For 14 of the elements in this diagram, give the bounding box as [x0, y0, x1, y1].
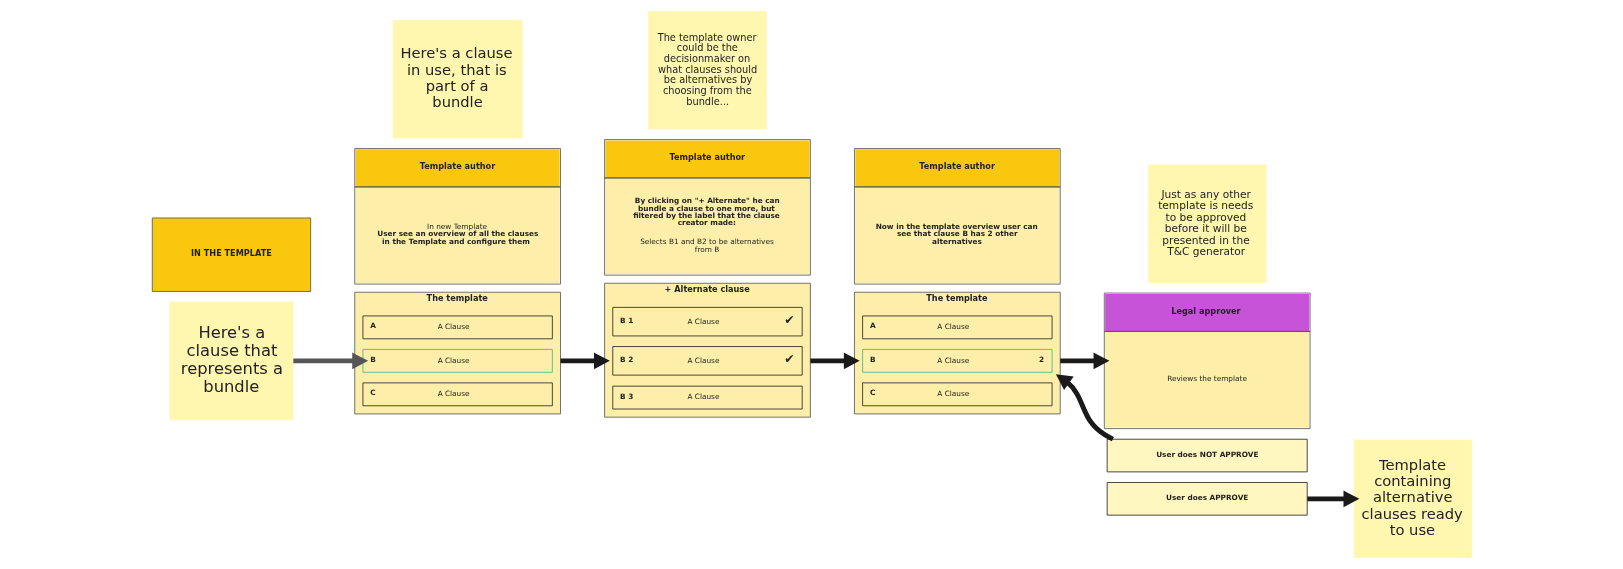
- node-box: Just as any other template is needs to be approved before it will be presented in the T&C generator: [1147, 164, 1266, 283]
- node-box: User does APPROVE: [1106, 482, 1308, 516]
- node-box: Here's a clause that represents a bundle: [168, 301, 294, 421]
- arrow: [1059, 352, 1109, 370]
- arrow: [560, 352, 610, 370]
- arrow: [1306, 490, 1359, 508]
- arrow: [1055, 374, 1114, 442]
- node-box: IN THE TEMPLATE: [151, 217, 311, 292]
- arrow: [292, 352, 368, 370]
- node-box: User does NOT APPROVE: [1106, 438, 1308, 473]
- arrow: [809, 352, 860, 370]
- node-box: Template containing alternative clauses ready to use: [1353, 439, 1472, 559]
- node-box: The template owner could be the decisionmaker on what clauses should be alternatives by choosing from the bundle...: [647, 10, 767, 130]
- node-box: Here's a clause in use, that is part of a bundle: [392, 19, 523, 139]
